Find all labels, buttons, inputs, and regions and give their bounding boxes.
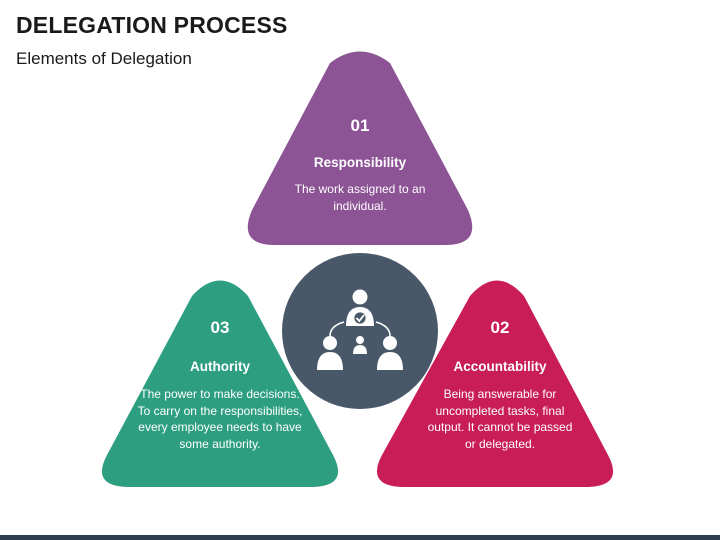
delegation-hierarchy-icon — [317, 289, 403, 370]
page-title: DELEGATION PROCESS — [16, 12, 288, 38]
responsibility-triangle — [247, 51, 473, 245]
page-subtitle: Elements of Delegation — [16, 49, 192, 68]
bottom-bar — [0, 535, 720, 540]
authority-triangle — [101, 280, 339, 487]
responsibility-number: 01 — [350, 116, 370, 135]
authority-label: Authority — [190, 359, 250, 374]
responsibility-description: The work assigned to an individual. — [294, 182, 426, 213]
accountability-description: Being answerable for uncompleted tasks, … — [427, 387, 573, 451]
responsibility-label: Responsibility — [313, 155, 407, 170]
accountability-triangle — [376, 280, 614, 487]
authority-number: 03 — [210, 318, 230, 337]
accountability-number: 02 — [490, 318, 510, 337]
authority-description: The power to make decisions. To carry on… — [137, 387, 303, 451]
accountability-label: Accountability — [453, 359, 547, 374]
